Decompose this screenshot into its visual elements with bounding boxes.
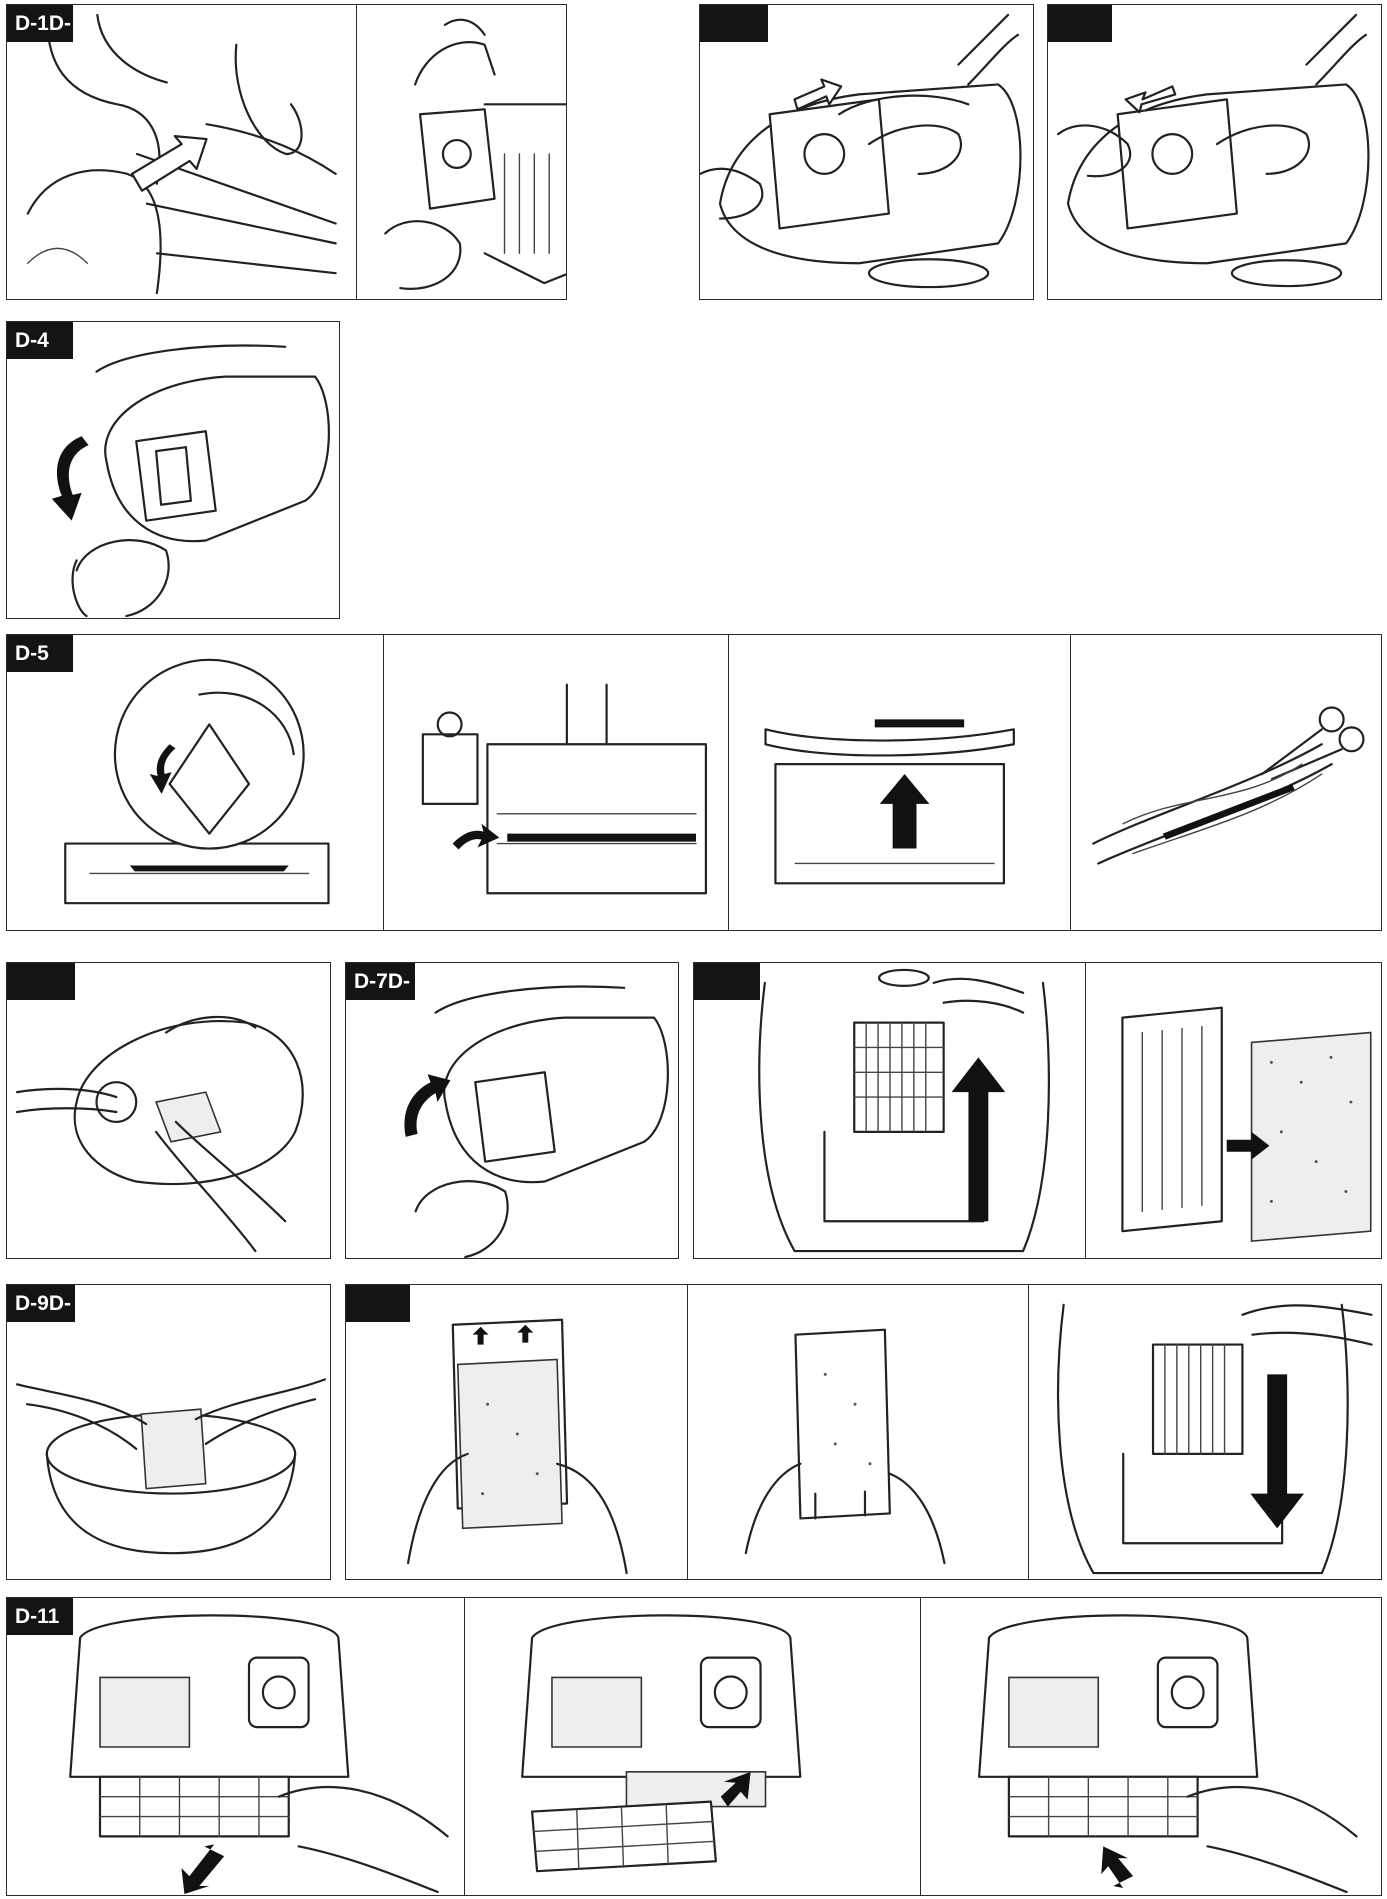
arrow-icon bbox=[720, 1771, 751, 1807]
step-label-d7: D-7D- bbox=[346, 963, 415, 1000]
panel-divider bbox=[1085, 963, 1086, 1258]
step-d6-illustration bbox=[15, 1015, 304, 1253]
sponge-filter-illustration bbox=[456, 1358, 563, 1530]
step-label-d8 bbox=[694, 963, 760, 1000]
filter-illustration bbox=[1151, 1343, 1244, 1455]
panel-divider bbox=[356, 5, 357, 299]
step-label-d4: D-4 bbox=[7, 322, 73, 359]
step-label-d6 bbox=[7, 963, 75, 1000]
arrow-icon bbox=[951, 1057, 1006, 1222]
panel-d3 bbox=[1047, 4, 1382, 300]
step-d8-illustration bbox=[758, 968, 1372, 1253]
step-label-d11: D-11 bbox=[7, 1598, 73, 1635]
sponge-filter-illustration bbox=[140, 1408, 207, 1490]
step-d11-illustration bbox=[69, 1614, 1358, 1895]
filter-illustration bbox=[853, 1021, 945, 1133]
step-label-d2 bbox=[700, 5, 768, 42]
arrow-icon bbox=[1250, 1374, 1305, 1529]
arrow-icon bbox=[181, 1844, 225, 1895]
step-label-d5: D-5 bbox=[7, 635, 73, 672]
step-d4-illustration bbox=[51, 344, 330, 618]
sponge-filter-illustration bbox=[1250, 1031, 1372, 1242]
filter-frame-illustration bbox=[1121, 1006, 1223, 1233]
panel-d5: D-5 bbox=[6, 634, 1382, 931]
arrow-icon bbox=[879, 774, 930, 849]
panel-d4: D-4 bbox=[6, 321, 340, 619]
panel-d9: D-9D- bbox=[6, 1284, 331, 1580]
filter-illustration bbox=[530, 1800, 717, 1873]
panel-divider bbox=[728, 635, 729, 930]
dust-bag-illustration bbox=[1116, 98, 1238, 230]
panel-d1: D-1D- bbox=[6, 4, 567, 300]
arrow-icon bbox=[1124, 85, 1177, 114]
step-d7-illustration bbox=[404, 985, 669, 1258]
arrow-icon bbox=[1101, 1846, 1134, 1889]
step-label-d3 bbox=[1048, 5, 1112, 42]
step-d2-illustration bbox=[700, 13, 1022, 289]
panel-d2 bbox=[699, 4, 1034, 300]
step-d3-illustration bbox=[1056, 13, 1370, 288]
panel-d8 bbox=[693, 962, 1382, 1259]
panel-d11: D-11 bbox=[6, 1597, 1382, 1896]
arrow-icon bbox=[149, 744, 176, 794]
step-label-d9: D-9D- bbox=[7, 1285, 75, 1322]
magnifier-illustration bbox=[113, 658, 305, 850]
step-d9-illustration bbox=[15, 1378, 327, 1555]
panel-divider bbox=[1028, 1285, 1029, 1579]
step-d5-illustration bbox=[64, 658, 1365, 905]
step-d1-illustration bbox=[26, 13, 566, 295]
panel-divider bbox=[383, 635, 384, 930]
arrow-icon bbox=[404, 1074, 451, 1137]
step-label-d10 bbox=[346, 1285, 410, 1322]
panel-divider bbox=[920, 1598, 921, 1895]
filter-illustration bbox=[1007, 1775, 1199, 1838]
step-label-d1: D-1D- bbox=[7, 5, 73, 42]
panel-d10 bbox=[345, 1284, 1382, 1580]
arrow-icon bbox=[51, 436, 89, 521]
arrow-icon bbox=[1226, 1131, 1270, 1160]
step-d10-illustration bbox=[407, 1303, 1373, 1575]
dust-bag-illustration bbox=[768, 98, 890, 230]
cloth-illustration bbox=[155, 1091, 222, 1143]
panel-divider bbox=[687, 1285, 688, 1579]
panel-divider bbox=[464, 1598, 465, 1895]
dust-bag-illustration bbox=[418, 108, 496, 210]
arrow-icon bbox=[452, 823, 500, 850]
panel-d6 bbox=[6, 962, 331, 1259]
arrow-icon bbox=[130, 135, 208, 192]
filter-illustration bbox=[98, 1775, 290, 1838]
panel-divider bbox=[1070, 635, 1071, 930]
filter-frame-illustration bbox=[794, 1328, 891, 1520]
arrow-icon bbox=[793, 78, 843, 111]
panel-d7: D-7D- bbox=[345, 962, 679, 1259]
